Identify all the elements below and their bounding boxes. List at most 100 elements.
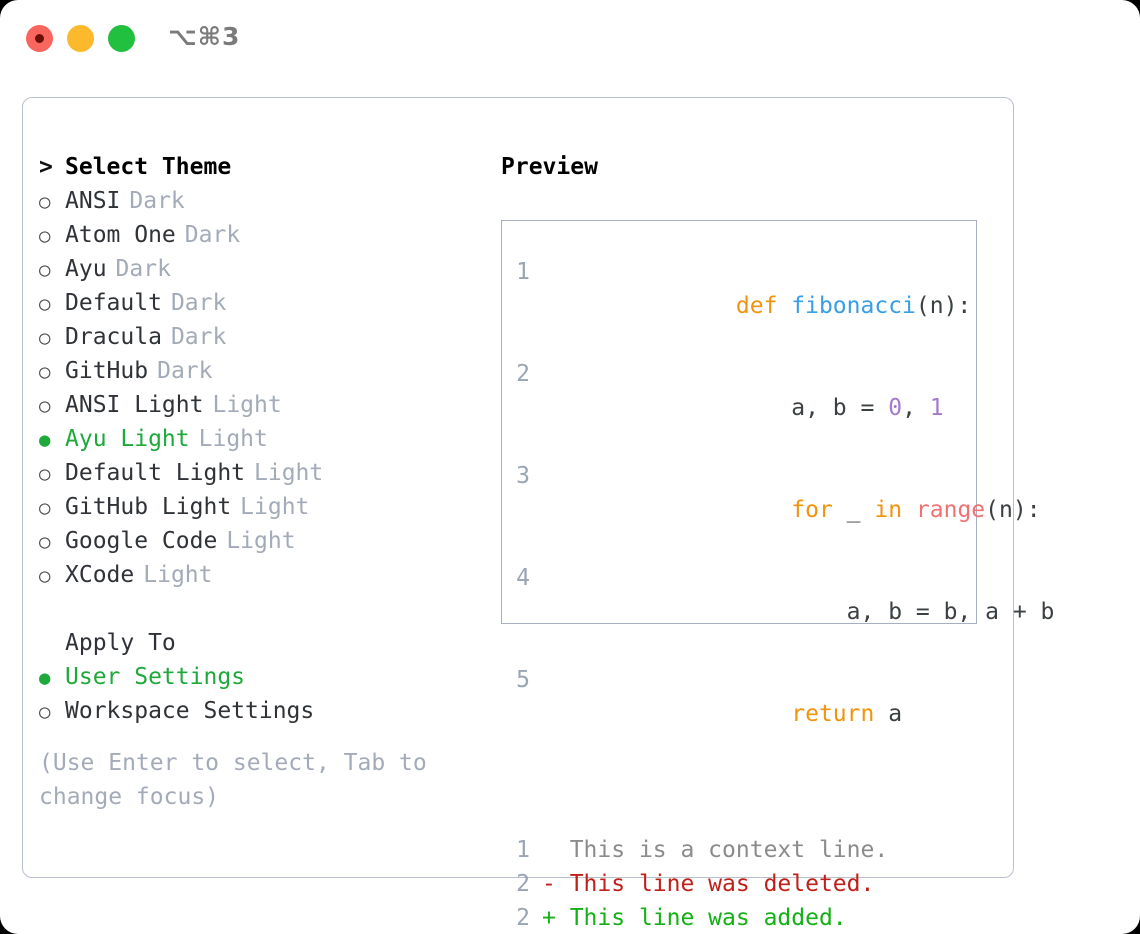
code-token: (n):: [915, 293, 972, 319]
line-number: 2: [516, 905, 530, 931]
theme-category: Light: [198, 426, 268, 452]
code-token: a, b =: [735, 395, 889, 421]
code-token: [736, 497, 791, 523]
diff-marker: -: [542, 871, 570, 897]
apply-to-heading: Apply To: [39, 626, 479, 660]
line-number: 4: [516, 565, 530, 591]
theme-name: ANSI: [65, 188, 121, 214]
theme-list-item[interactable]: ○ GitHub Light Light: [39, 490, 479, 524]
theme-name: XCode: [65, 562, 135, 588]
code-content: return a: [542, 663, 902, 765]
radio-unselected-icon: ○: [39, 497, 51, 519]
code-line: 3 for _ in range(n):: [502, 459, 1040, 561]
radio-unselected-icon: ○: [39, 191, 51, 213]
section-spacer: [39, 592, 479, 626]
code-token: _: [832, 497, 875, 523]
theme-name: Ayu Light: [65, 426, 190, 452]
theme-list-item[interactable]: ○ ANSI Dark: [39, 184, 479, 218]
theme-list-item[interactable]: ○ ANSI Light Light: [39, 388, 479, 422]
radio-unselected-icon: ○: [39, 327, 51, 349]
radio-selected-icon: ●: [39, 667, 51, 689]
diff-text: This line was added.: [569, 905, 847, 931]
apply-to-option-workspace-settings[interactable]: ○ Workspace Settings: [39, 694, 479, 728]
code-content: for _ in range(n):: [542, 459, 1041, 561]
code-token: range: [915, 497, 986, 523]
window-controls: [26, 25, 135, 52]
title-bar: ⌥⌘3: [0, 0, 1140, 78]
radio-selected-icon: ●: [39, 429, 51, 451]
code-content: def fibonacci(n):: [542, 255, 971, 357]
theme-list-item[interactable]: ○ Google Code Light: [39, 524, 479, 558]
line-number: 2: [516, 871, 530, 897]
code-content: a, b = 0, 1: [542, 357, 944, 459]
code-token: fibonacci: [791, 293, 916, 319]
main-panel: > Select Theme ○ ANSI Dark ○ Atom One Da…: [22, 97, 1054, 931]
theme-list-item-selected[interactable]: ● Ayu Light Light: [39, 422, 479, 456]
theme-name: GitHub Light: [65, 494, 232, 520]
theme-name: Google Code: [65, 528, 218, 554]
select-theme-heading-label: Select Theme: [65, 154, 232, 180]
theme-name: Default Light: [65, 460, 246, 486]
radio-unselected-icon: ○: [39, 225, 51, 247]
theme-list-item[interactable]: ○ GitHub Dark: [39, 354, 479, 388]
minimize-button[interactable]: [67, 25, 94, 52]
theme-list-item[interactable]: ○ Default Dark: [39, 286, 479, 320]
code-token: [736, 701, 791, 727]
prompt-caret-icon: >: [39, 154, 53, 180]
theme-name: Dracula: [65, 324, 162, 350]
radio-unselected-icon: ○: [39, 361, 51, 383]
theme-category: Light: [254, 460, 324, 486]
code-token: [902, 497, 916, 523]
code-token: (n):: [985, 497, 1041, 523]
line-number: 1: [516, 837, 530, 863]
preview-title: Preview: [501, 154, 598, 180]
line-number: 3: [516, 463, 530, 489]
code-token: def: [735, 293, 792, 319]
radio-unselected-icon: ○: [39, 531, 51, 553]
maximize-button[interactable]: [108, 25, 135, 52]
theme-list-item[interactable]: ○ Dracula Dark: [39, 320, 479, 354]
theme-category: Dark: [115, 256, 171, 282]
code-content: a, b = b, a + b: [542, 561, 1055, 663]
diff-line-deleted: 2 - This line was deleted.: [502, 867, 976, 901]
close-button[interactable]: [26, 25, 53, 52]
diff-marker: [542, 833, 570, 867]
line-number: 2: [516, 361, 530, 387]
code-line: 5 return a: [502, 663, 976, 765]
code-token: a: [874, 701, 903, 727]
diff-text: This line was deleted.: [569, 871, 875, 897]
theme-name: ANSI Light: [65, 392, 204, 418]
apply-to-option-label: User Settings: [65, 664, 246, 690]
apply-to-heading-label: Apply To: [65, 630, 176, 656]
theme-list-item[interactable]: ○ XCode Light: [39, 558, 479, 592]
select-theme-heading: > Select Theme: [39, 150, 479, 184]
diff-line-context: 1 This is a context line.: [502, 833, 976, 867]
apply-to-section: Apply To ● User Settings ○ Workspace Set…: [39, 626, 479, 728]
apply-to-option-user-settings[interactable]: ● User Settings: [39, 660, 479, 694]
radio-unselected-icon: ○: [39, 293, 51, 315]
theme-category: Dark: [170, 290, 227, 316]
line-number: 1: [516, 259, 530, 285]
apply-to-option-label: Workspace Settings: [65, 698, 315, 724]
code-token: in: [874, 497, 903, 523]
radio-unselected-icon: ○: [39, 565, 51, 587]
code-line: 2 a, b = 0, 1: [502, 357, 976, 459]
radio-unselected-icon: ○: [39, 701, 51, 723]
keyboard-hint-text: (Use Enter to select, Tab to change focu…: [39, 750, 427, 810]
code-token: a, b = b, a + b: [735, 599, 1055, 625]
theme-list-item[interactable]: ○ Ayu Dark: [39, 252, 479, 286]
code-blank-line: [502, 765, 976, 799]
code-token: 1: [929, 395, 944, 421]
code-token: return: [791, 701, 875, 727]
radio-unselected-icon: ○: [39, 259, 51, 281]
code-token: 0: [888, 395, 903, 421]
theme-category: Dark: [184, 222, 241, 248]
theme-name: Default: [65, 290, 162, 316]
theme-list-item[interactable]: ○ Default Light Light: [39, 456, 479, 490]
theme-list-item[interactable]: ○ Atom One Dark: [39, 218, 479, 252]
diff-marker: +: [542, 905, 570, 931]
theme-name: Ayu: [65, 256, 107, 282]
line-number: 5: [516, 667, 530, 693]
theme-name: GitHub: [65, 358, 149, 384]
